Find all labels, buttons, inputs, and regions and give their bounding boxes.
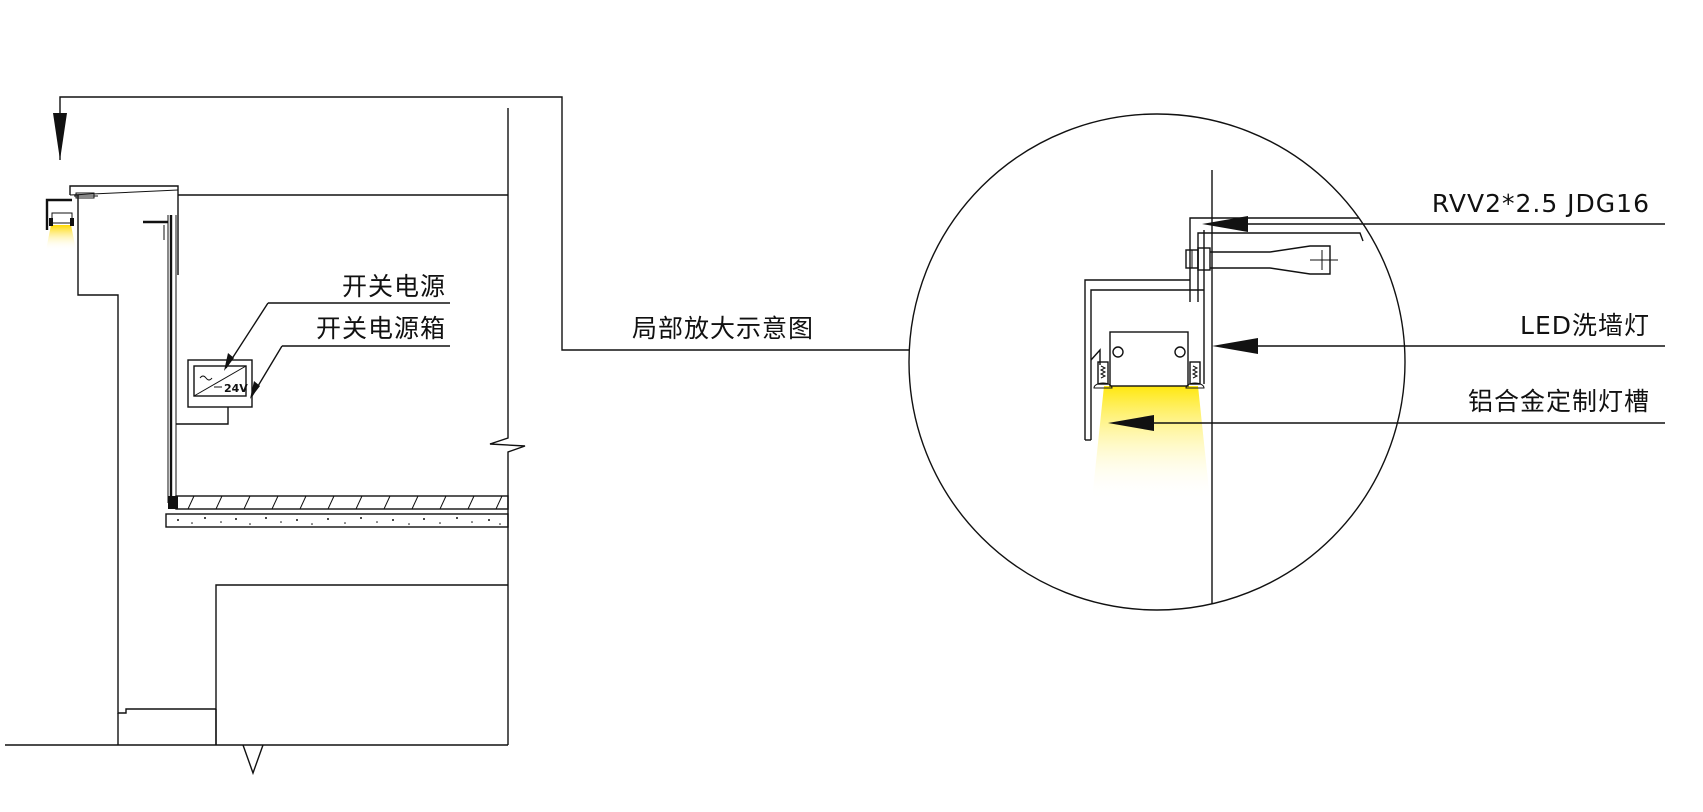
switch-power-label: 开关电源 [342,272,446,301]
mounting-clip-right [1185,361,1205,389]
detail-circle: RVV2*2.5 JDG16 LED洗墙灯 铝合金定制灯槽 [908,113,1665,611]
aluminum-slot-label: 铝合金定制灯槽 [1468,387,1650,416]
detail-light-beam [1092,386,1210,500]
detail-ceiling-bracket [1189,217,1405,302]
small-led-fixture [45,192,98,250]
leader-switch-power-box [250,345,450,399]
voltage-label: 24V [224,382,248,395]
break-symbol-bottom [242,744,264,776]
switch-power-box-label: 开关电源箱 [316,314,446,343]
arrow-slot-icon [1108,415,1154,431]
detail-view-label: 局部放大示意图 [632,314,814,343]
floor-slab [165,495,509,528]
lower-block [215,584,508,745]
detail-connector-line [59,96,909,351]
led-fixture-body [1109,331,1189,387]
down-arrow-icon [53,113,67,160]
left-column [77,195,216,714]
screw-right-icon [1174,346,1186,358]
small-light-beam [46,225,76,250]
mounting-clip-left [1093,361,1113,389]
power-box-outer [187,359,253,408]
anchor-bolt [1185,245,1338,275]
leader-cable [1202,216,1665,232]
aluminum-slot-outer [1084,279,1190,440]
power-box-inner [193,365,247,397]
aluminum-slot-inner [1090,289,1204,440]
ac-symbol-icon [199,375,213,381]
floor-tile-layer [175,495,509,510]
leader-slot [1108,415,1665,431]
led-wall-washer-label: LED洗墙灯 [1520,311,1650,340]
arrow-switch-power-box-icon [250,381,260,399]
arrow-cable-icon [1202,216,1248,232]
left-section: 24V 开关电源 开关电源箱 [5,100,526,776]
concrete-layer [165,513,509,528]
power-cable [176,407,229,425]
switch-power-box: 24V [176,359,253,425]
leader-led [1212,338,1665,354]
right-wall [489,108,526,585]
arrow-led-icon [1212,338,1258,354]
ceiling-bracket [69,185,179,275]
screw-left-icon [1112,346,1124,358]
leader-switch-power [224,302,450,371]
cable-spec-label: RVV2*2.5 JDG16 [1432,189,1650,218]
detail-circle-outline [908,113,1406,611]
arrow-switch-power-icon [224,353,234,371]
